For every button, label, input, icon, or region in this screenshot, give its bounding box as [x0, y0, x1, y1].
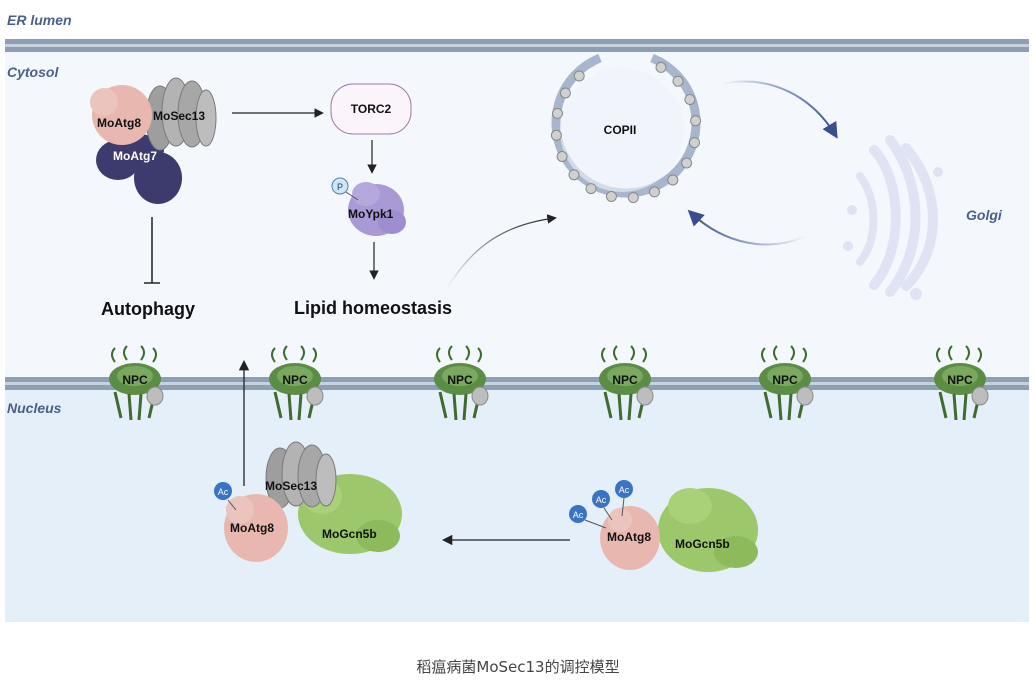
mosec13-protein-nucleus: MoSec13 — [265, 441, 337, 509]
mosec13-label-cytosol: MoSec13 — [153, 109, 205, 123]
copii-coat-particle — [556, 151, 568, 162]
golgi-label: Golgi — [966, 207, 1003, 223]
phospho-label: P — [337, 182, 343, 192]
copii-coat-particle — [559, 87, 571, 99]
acetyl-mark-left: Ac — [214, 482, 237, 511]
copii-coat-particle — [585, 183, 597, 195]
copii-coat-particle — [689, 137, 700, 149]
moatg8-label-nucleus-left: MoAtg8 — [230, 521, 274, 535]
phospho-mark: P — [331, 177, 359, 201]
copii-label: COPII — [604, 123, 637, 137]
moatg7-label: MoAtg7 — [113, 149, 157, 163]
er-lumen-region — [5, 0, 1029, 40]
moatg8-label-nucleus-right: MoAtg8 — [607, 530, 651, 544]
torc2-box: TORC2 — [330, 83, 412, 135]
nuclear-pore-complex: NPC — [269, 345, 324, 421]
copii-coat-particle — [681, 157, 693, 169]
lipid-homeostasis-label: Lipid homeostasis — [294, 298, 452, 318]
autophagy-label: Autophagy — [101, 299, 195, 319]
moatg8-protein-nucleus-left: MoAtg8 — [224, 494, 288, 562]
nuclear-pore-complex: NPC — [759, 345, 814, 421]
acetyl-label-right-1: Ac — [573, 510, 584, 520]
acetyl-label-right-2: Ac — [596, 495, 607, 505]
acetyl-label-right-3: Ac — [619, 485, 630, 495]
copii-coat-particle — [550, 129, 562, 141]
npc-label: NPC — [122, 373, 148, 387]
acetyl-marks-right: Ac Ac Ac — [569, 480, 633, 529]
moatg8-protein-cytosol: MoAtg8 — [90, 85, 152, 145]
er-lumen-label: ER lumen — [7, 12, 72, 28]
figure-caption: 稻瘟病菌MoSec13的调控模型 — [416, 658, 620, 676]
nuclear-pore-complex: NPC — [599, 345, 654, 421]
copii-vesicle: COPII — [550, 53, 702, 204]
mosec13-label-nucleus: MoSec13 — [265, 479, 317, 493]
golgi-to-er-arrow — [687, 209, 807, 246]
copii-to-golgi-arrow — [721, 80, 838, 139]
npc-label: NPC — [447, 373, 473, 387]
copii-coat-particle — [684, 94, 696, 105]
mogcn5b-label-left: MoGcn5b — [322, 527, 377, 541]
mogcn5b-protein-right: MoGcn5b — [658, 488, 758, 572]
moatg7-protein: MoAtg7 — [96, 134, 182, 204]
mosec13-model-diagram: ER lumen Cytosol Nucleus Golgi MoAtg7 Mo… — [5, 0, 1029, 622]
cytosol-label: Cytosol — [7, 64, 59, 80]
copii-coat-particle — [672, 75, 684, 87]
npc-layer: NPC NPC NPC NPC NPC NPC — [109, 345, 989, 421]
copii-coat-particle — [690, 115, 702, 127]
copii-coat-particle — [568, 169, 580, 181]
moypk1-label: MoYpk1 — [348, 207, 394, 221]
mogcn5b-label-right: MoGcn5b — [675, 537, 730, 551]
copii-coat-particle — [552, 107, 563, 119]
mogcn5b-protein-left: MoGcn5b — [298, 474, 402, 554]
copii-coat-particle — [667, 174, 679, 186]
nuclear-pore-complex: NPC — [934, 345, 989, 421]
nucleus-region — [5, 390, 1029, 622]
copii-coat-particle — [605, 191, 617, 202]
copii-coat-particle — [573, 70, 585, 82]
moatg8-protein-nucleus-right: MoAtg8 — [600, 506, 660, 570]
nuclear-pore-complex: NPC — [434, 345, 489, 421]
npc-label: NPC — [772, 373, 798, 387]
nucleus-label: Nucleus — [7, 400, 62, 416]
nuclear-membrane — [5, 377, 1029, 390]
arrow-to-copii — [445, 214, 557, 291]
golgi-apparatus — [843, 135, 943, 300]
copii-coat-particle — [649, 186, 660, 198]
copii-coat-particle — [627, 192, 639, 204]
torc2-label: TORC2 — [351, 102, 392, 116]
copii-coat-particle — [655, 61, 667, 73]
nuclear-pore-complex: NPC — [109, 345, 164, 421]
npc-label: NPC — [282, 373, 308, 387]
er-membrane — [5, 39, 1029, 52]
moypk1-protein: MoYpk1 — [348, 182, 406, 236]
inhibition-arrow — [144, 217, 160, 284]
moatg8-label-cytosol: MoAtg8 — [97, 116, 141, 130]
npc-label: NPC — [612, 373, 638, 387]
acetyl-label-left: Ac — [218, 487, 229, 497]
npc-label: NPC — [947, 373, 973, 387]
